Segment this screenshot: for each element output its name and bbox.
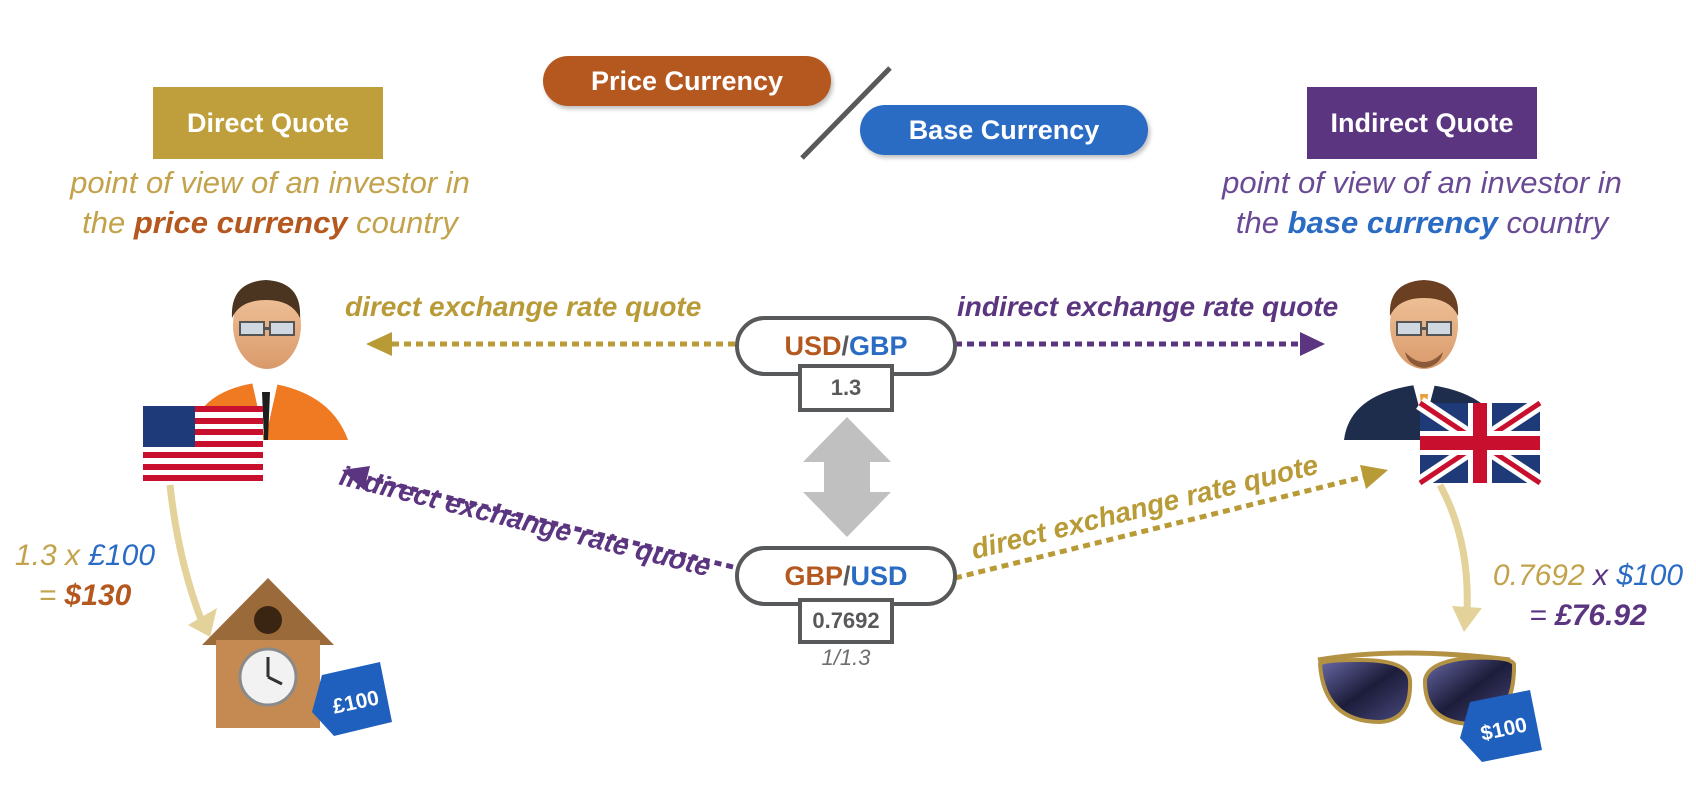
indirect-desc-line2: the base currency country <box>1172 203 1672 243</box>
curved-arrow-right <box>1436 483 1482 632</box>
pair-bottom-slash: / <box>842 560 851 591</box>
right-calc-line1: 0.7692 x $100 <box>1480 556 1696 596</box>
curved-arrow-left <box>166 484 217 637</box>
pair-top-second: GBP <box>849 330 908 361</box>
indirect-desc-emphasis: base currency <box>1287 205 1498 240</box>
rate-value-top-text: 1.3 <box>830 375 862 400</box>
direct-desc-post: country <box>347 205 458 240</box>
left-calc-eq: = <box>38 579 65 612</box>
right-calc-eq: = <box>1529 599 1556 632</box>
direct-desc-line1: point of view of an investor in <box>70 165 470 200</box>
pair-bottom-first: GBP <box>784 560 843 591</box>
slash-divider <box>800 66 892 160</box>
arrow-top-right <box>955 332 1325 356</box>
left-calculation: 1.3 x £100 = $130 <box>0 536 170 616</box>
pair-bottom-second: USD <box>850 560 908 591</box>
left-calc-rate: 1.3 <box>14 539 57 572</box>
direct-quote-title: Direct Quote <box>186 107 350 138</box>
direct-desc-line2: the price currency country <box>20 203 520 243</box>
left-calc-line2: = $130 <box>0 576 170 616</box>
pair-gbp-usd: GBP/USD <box>735 546 957 606</box>
rate-value-bottom: 0.7692 <box>798 598 894 644</box>
left-calc-amount: £100 <box>88 539 156 572</box>
indirect-quote-box: Indirect Quote <box>1307 87 1537 159</box>
pair-top-first: USD <box>784 330 842 361</box>
direct-desc-pre: the <box>82 205 134 240</box>
price-tag-left-shape <box>312 662 392 736</box>
label-top-left: direct exchange rate quote <box>345 291 702 322</box>
base-currency-label: Base Currency <box>908 114 1100 145</box>
indirect-desc-line1: point of view of an investor in <box>1222 165 1622 200</box>
base-currency-pill: Base Currency <box>860 105 1148 155</box>
left-calc-line1: 1.3 x £100 <box>0 536 170 576</box>
direct-quote-box: Direct Quote <box>153 87 383 159</box>
direct-quote-description: point of view of an investor in the pric… <box>20 163 520 243</box>
price-tag-right-shape <box>1460 690 1542 762</box>
cuckoo-clock-icon <box>202 578 334 728</box>
right-calc-amount: $100 <box>1616 559 1684 592</box>
arrow-top-left <box>366 332 735 356</box>
indirect-desc-post: country <box>1497 205 1609 240</box>
rate-note: 1/1.3 <box>821 645 871 670</box>
right-calc-result: £76.92 <box>1555 599 1647 632</box>
double-arrow-icon <box>803 417 891 537</box>
rate-value-bottom-text: 0.7692 <box>812 608 880 633</box>
label-top-right: indirect exchange rate quote <box>957 291 1339 322</box>
right-calc-times: x <box>1584 559 1617 592</box>
left-calc-times: x <box>56 539 89 572</box>
price-currency-label: Price Currency <box>590 65 784 96</box>
direct-desc-emphasis: price currency <box>133 205 348 240</box>
indirect-quote-description: point of view of an investor in the base… <box>1172 163 1672 243</box>
indirect-desc-pre: the <box>1235 205 1288 240</box>
price-currency-pill: Price Currency <box>543 56 831 106</box>
arrow-bottom-right <box>954 465 1388 581</box>
right-calc-rate: 0.7692 <box>1492 559 1585 592</box>
left-calc-result: $130 <box>64 579 132 612</box>
american-investor-icon <box>190 280 348 440</box>
right-calculation: 0.7692 x $100 = £76.92 <box>1480 556 1696 636</box>
right-calc-line2: = £76.92 <box>1480 596 1696 636</box>
rate-value-top: 1.3 <box>798 364 894 412</box>
arrow-bottom-left <box>342 466 734 570</box>
indirect-quote-title: Indirect Quote <box>1330 107 1514 138</box>
pair-top-slash: / <box>841 330 849 361</box>
us-flag-icon <box>143 406 263 481</box>
uk-flag-icon <box>1416 397 1544 489</box>
